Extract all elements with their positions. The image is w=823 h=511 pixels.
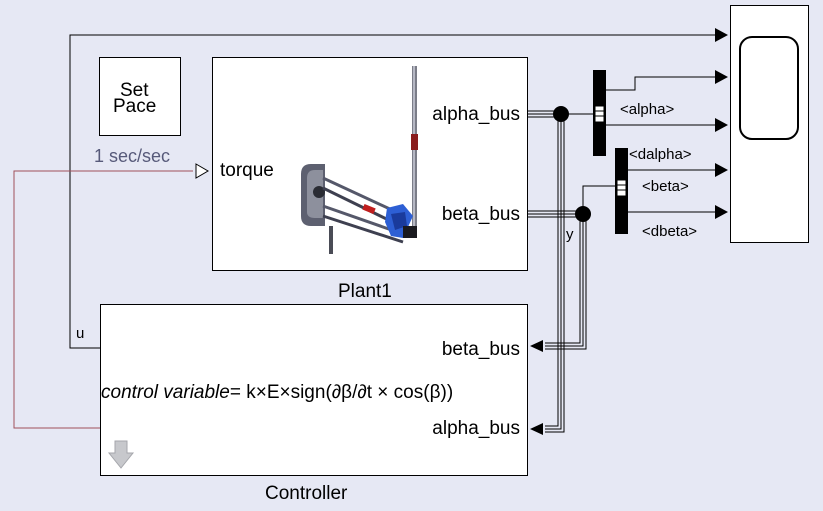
arrowhead bbox=[715, 205, 728, 219]
arrowhead bbox=[530, 423, 543, 435]
bus-line-beta-feedback[interactable] bbox=[545, 220, 587, 350]
plant-block[interactable]: torque alpha_bus beta_bus bbox=[212, 57, 528, 271]
input-port-arrow bbox=[195, 163, 209, 179]
bus-line-beta-to-demux[interactable] bbox=[582, 185, 615, 214]
set-pace-title-line2: Pace bbox=[113, 96, 157, 117]
arrowhead bbox=[715, 163, 728, 177]
controller-input-alpha: alpha_bus bbox=[432, 418, 520, 439]
scope-block[interactable] bbox=[730, 5, 809, 243]
plant-input-torque: torque bbox=[220, 160, 274, 181]
plant-output-beta: beta_bus bbox=[441, 204, 520, 225]
branch-point bbox=[553, 106, 569, 122]
selector-label-beta: <beta> bbox=[642, 178, 689, 195]
controller-input-beta: beta_bus bbox=[441, 339, 520, 360]
selector-label-dbeta: <dbeta> bbox=[642, 223, 698, 240]
selector-label-alpha: <alpha> bbox=[620, 101, 675, 118]
plant-name: Plant1 bbox=[338, 281, 392, 302]
arrowhead bbox=[530, 340, 543, 352]
set-pace-title-line1: Set bbox=[120, 80, 149, 101]
controller-block[interactable]: beta_bus control variable= k×E×sign(∂β/∂… bbox=[100, 304, 528, 476]
scope-display-icon bbox=[739, 36, 799, 140]
selector-port bbox=[594, 105, 605, 123]
set-pace-block[interactable]: Set Pace bbox=[99, 57, 181, 136]
selector-port bbox=[616, 179, 627, 197]
grey-arrow-down-icon bbox=[107, 440, 135, 469]
signal-label-y: y bbox=[566, 226, 574, 243]
plant-output-alpha: alpha_bus bbox=[432, 104, 520, 125]
controller-equation-italic: control variable bbox=[101, 382, 230, 403]
signal-line-u[interactable] bbox=[69, 34, 725, 349]
controller-equation: control variable= k×E×sign(∂β/∂t × cos(β… bbox=[101, 382, 453, 404]
arrowhead bbox=[715, 118, 728, 132]
arrowhead bbox=[715, 28, 728, 42]
set-pace-rate: 1 sec/sec bbox=[94, 146, 171, 166]
bus-line-alpha-feedback[interactable] bbox=[545, 120, 565, 433]
signal-line-alpha[interactable] bbox=[606, 76, 716, 91]
controller-name: Controller bbox=[265, 483, 348, 504]
signal-line-torque[interactable] bbox=[13, 170, 193, 429]
pendulum-mechanism-icon bbox=[301, 66, 418, 254]
arrowhead bbox=[715, 70, 728, 84]
selector-label-dalpha: <dalpha> bbox=[629, 146, 692, 163]
bus-line-beta[interactable] bbox=[527, 210, 582, 218]
controller-equation-rest: = k×E×sign(∂β/∂t × cos(β)) bbox=[229, 382, 454, 403]
signal-label-u: u bbox=[76, 325, 85, 342]
